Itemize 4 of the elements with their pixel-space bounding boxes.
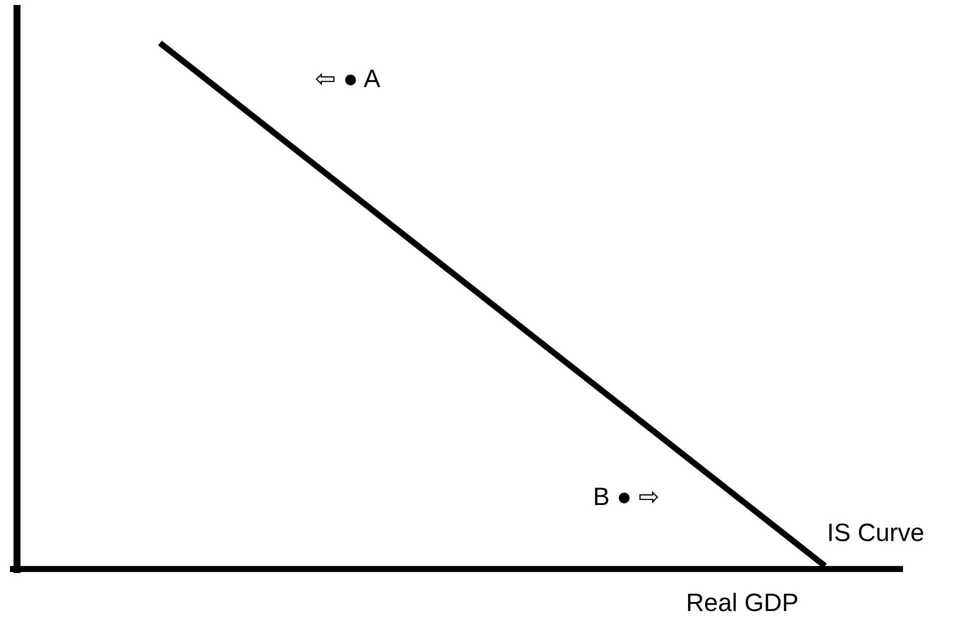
point-label: ⇦ ● A [315,64,380,94]
axis-label: Real GDP [686,588,799,618]
curve-label: IS Curve [827,518,924,548]
point-label: B ● ⇨ [593,482,660,512]
